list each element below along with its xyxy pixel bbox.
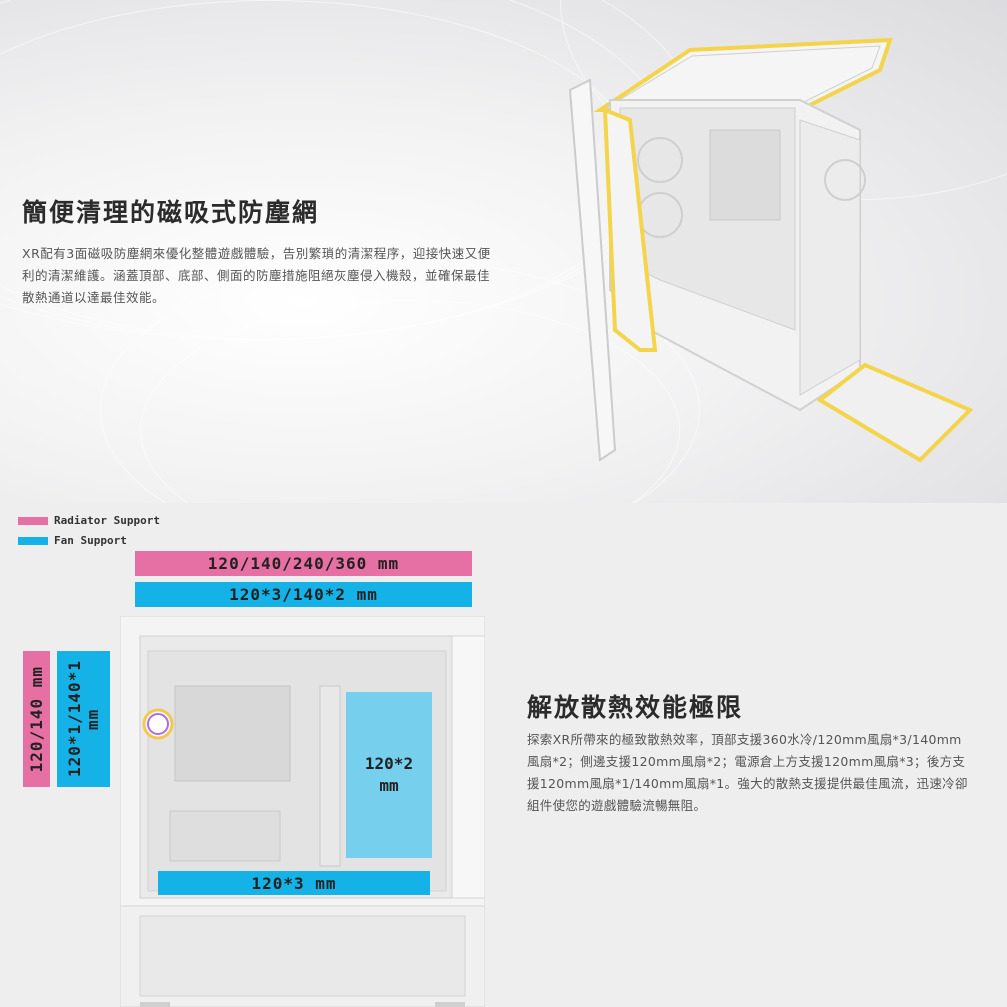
side-filter bbox=[602, 106, 658, 352]
rear-fan-bar: 120*1/140*1 mm bbox=[57, 651, 110, 787]
dust-filter-description: XR配有3面磁吸防塵網來優化整體遊戲體驗，告別繁瑣的清潔程序，迎接快速又便利的清… bbox=[22, 246, 491, 305]
side-glass-panel bbox=[568, 78, 617, 462]
legend-fan: Fan Support bbox=[18, 534, 127, 547]
legend-radiator: Radiator Support bbox=[18, 514, 160, 527]
fan-swatch bbox=[18, 536, 48, 545]
bottom-fan-bar: 120*3 mm bbox=[158, 871, 430, 895]
motherboard-cutout bbox=[174, 685, 291, 782]
top-fan-bar: 120*3/140*2 mm bbox=[135, 582, 472, 607]
cooling-description: 探索XR所帶來的極致散熱效率，頂部支援360水冷/120mm風扇*3/140mm… bbox=[527, 732, 968, 813]
dust-filter-section: 簡便清理的磁吸式防塵網 XR配有3面磁吸防塵網來優化整體遊戲體驗，告別繁瑣的清潔… bbox=[0, 0, 1007, 503]
motherboard-tray bbox=[709, 129, 781, 221]
legend-fan-label: Fan Support bbox=[54, 534, 127, 547]
rear-radiator-label: 120/140 mm bbox=[26, 665, 46, 773]
radiator-swatch bbox=[18, 516, 48, 525]
case-exploded-illustration bbox=[568, 37, 974, 463]
fan-icon bbox=[824, 159, 866, 201]
dust-filter-title: 簡便清理的磁吸式防塵網 bbox=[22, 198, 320, 227]
rear-fan-label: 120*1/140*1 mm bbox=[64, 660, 102, 778]
rear-radiator-bar: 120/140 mm bbox=[23, 651, 50, 787]
cooling-title: 解放散熱效能極限 bbox=[527, 693, 744, 722]
bottom-filter bbox=[816, 362, 974, 463]
top-radiator-bar: 120/140/240/360 mm bbox=[135, 551, 472, 576]
legend-radiator-label: Radiator Support bbox=[54, 514, 160, 527]
fan-icon bbox=[637, 137, 683, 183]
side-fan-label: 120*2 mm bbox=[364, 754, 414, 795]
side-fan-area: 120*2 mm bbox=[346, 692, 432, 858]
